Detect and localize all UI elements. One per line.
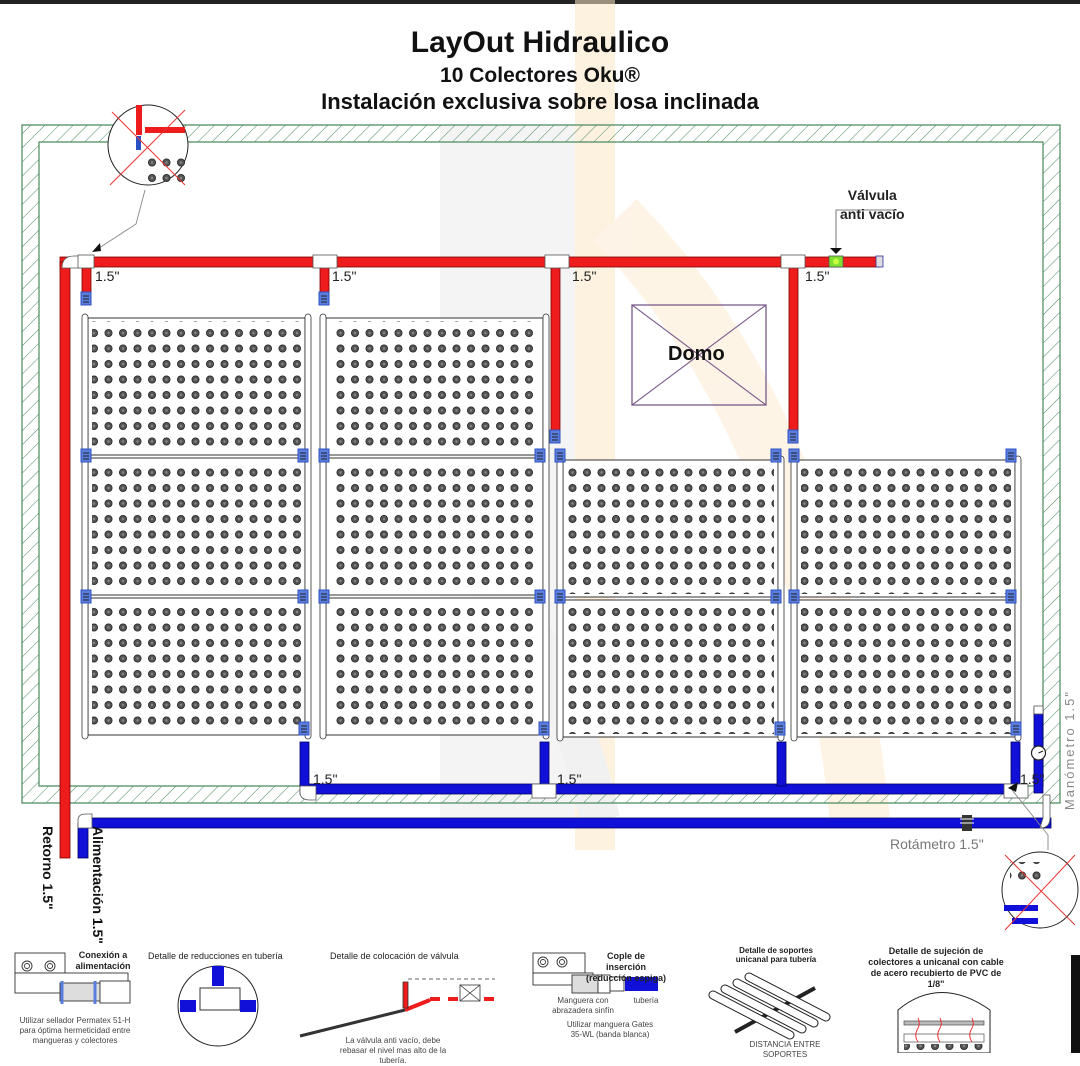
hose-coupling-icon — [318, 291, 330, 306]
detail-insertion-hose-label: Manguera con abrazadera sinfín — [552, 996, 614, 1015]
page-subtitle: 10 Colectores Oku® — [440, 64, 640, 87]
alimentacion-label: Alimentación 1.5" — [90, 826, 106, 944]
tee-fittings-top — [61, 254, 884, 269]
manometer-gauge — [1030, 745, 1047, 761]
pipe-size-label: 1.5" — [805, 268, 830, 284]
hose-coupling-icon — [770, 448, 782, 463]
detail-supports-note: DISTANCIA ENTRE SOPORTES — [749, 1040, 821, 1059]
hose-coupling-icon — [770, 589, 782, 604]
pipe-size-label: 1.5" — [95, 268, 120, 284]
top-border — [0, 0, 1080, 4]
detail-circle-incorrect-bottom — [1001, 851, 1079, 931]
pipe-size-label: 1.5" — [572, 268, 597, 284]
detail-reductions-title: Detalle de reducciones en tubería — [148, 951, 283, 961]
collector-header-tube — [319, 313, 327, 740]
hose-coupling-icon — [1010, 721, 1022, 736]
detail-valve-placement-title: Detalle de colocación de válvula — [330, 951, 459, 961]
hose-coupling-icon — [1005, 448, 1017, 463]
detail-collector-fastening-drawing — [897, 992, 991, 1053]
pipe-size-label: 1.5" — [557, 771, 582, 787]
detail-insertion-coupling-drawing — [532, 952, 658, 994]
domo-skylight — [631, 304, 767, 406]
valve-label: Válvula anti vacío — [840, 187, 905, 222]
pipe-size-label: 1.5" — [332, 268, 357, 284]
collector-header-tube — [542, 313, 550, 740]
arrow-head-icon — [1008, 782, 1018, 792]
solar-collector-panel — [325, 457, 544, 596]
hose-coupling-icon — [80, 589, 92, 604]
solar-collector-panel — [87, 457, 306, 596]
hose-coupling-icon — [80, 291, 92, 306]
pipe-size-label: 1.5" — [1020, 771, 1045, 787]
page-subtitle-install: Instalación exclusiva sobre losa inclina… — [321, 89, 759, 114]
hose-coupling-icon — [534, 448, 546, 463]
hose-coupling-icon — [774, 721, 786, 736]
hose-coupling-icon — [297, 448, 309, 463]
leader-lines — [95, 189, 1049, 850]
detail-insertion-pipe-label: tubería — [633, 996, 659, 1005]
frame-edge-right — [1071, 955, 1080, 1053]
detail-valve-placement-drawing — [299, 978, 500, 1038]
detail-circle-incorrect-top — [107, 104, 189, 186]
hose-coupling-icon — [80, 448, 92, 463]
hose-coupling-icon — [1005, 589, 1017, 604]
solar-collector-panel — [325, 317, 544, 456]
detail-valve-placement-note: La válvula anti vacío, debe rebasar el n… — [339, 1036, 447, 1065]
pipe-size-label: 1.5" — [313, 771, 338, 787]
hose-coupling-icon — [787, 429, 799, 444]
solar-collector-panel — [796, 459, 1016, 598]
detail-insertion-note: Utilizar manguera Gates 35-WL (banda bla… — [566, 1020, 654, 1039]
hose-coupling-icon — [297, 589, 309, 604]
detail-supports-title: Detalle de soportes unicanal para tuberí… — [735, 946, 817, 964]
solar-collector-panel — [325, 597, 544, 736]
retorno-label: Retorno 1.5" — [40, 826, 56, 910]
detail-unichannel-supports-drawing — [708, 972, 831, 1040]
detail-feed-connection-note: Utilizar sellador Permatex 51-H para ópt… — [19, 1016, 131, 1045]
hose-coupling-icon — [549, 429, 561, 444]
hose-coupling-icon — [318, 589, 330, 604]
hose-coupling-icon — [788, 448, 800, 463]
solar-collector-panel — [87, 597, 306, 736]
solar-collector-panel — [562, 599, 779, 738]
hose-coupling-icon — [554, 589, 566, 604]
solar-collector-panel — [796, 599, 1016, 738]
collector-header-tube — [81, 313, 89, 740]
collector-header-tube — [304, 313, 312, 740]
detail-insertion-coupling-title: Cople de inserción (reducción espiga) — [586, 951, 667, 983]
domo-label: Domo — [668, 343, 725, 365]
hose-coupling-icon — [788, 589, 800, 604]
rotameter — [960, 815, 974, 831]
rotametro-label: Rotámetro 1.5" — [890, 836, 984, 852]
hose-coupling-icon — [298, 721, 310, 736]
anti-vacuum-valve — [828, 209, 897, 268]
solar-collector-panel — [562, 459, 779, 598]
detail-reductions-drawing — [177, 965, 259, 1047]
solar-collector-panel — [87, 317, 306, 456]
detail-feed-connection-title: Conexión a alimentación — [75, 950, 131, 971]
hose-coupling-icon — [538, 721, 550, 736]
detail-feed-connection-drawing — [14, 952, 131, 1004]
arrow-head-icon — [92, 243, 101, 252]
hose-coupling-icon — [534, 589, 546, 604]
couplings — [80, 291, 1022, 736]
hose-coupling-icon — [318, 448, 330, 463]
hose-coupling-icon — [554, 448, 566, 463]
collectors — [81, 313, 1022, 742]
detail-fastening-title: Detalle de sujeción de colectores a unic… — [868, 946, 1004, 989]
manometro-label: Manómetro 1.5" — [1062, 690, 1077, 811]
page-title: LayOut Hidraulico — [410, 26, 670, 59]
